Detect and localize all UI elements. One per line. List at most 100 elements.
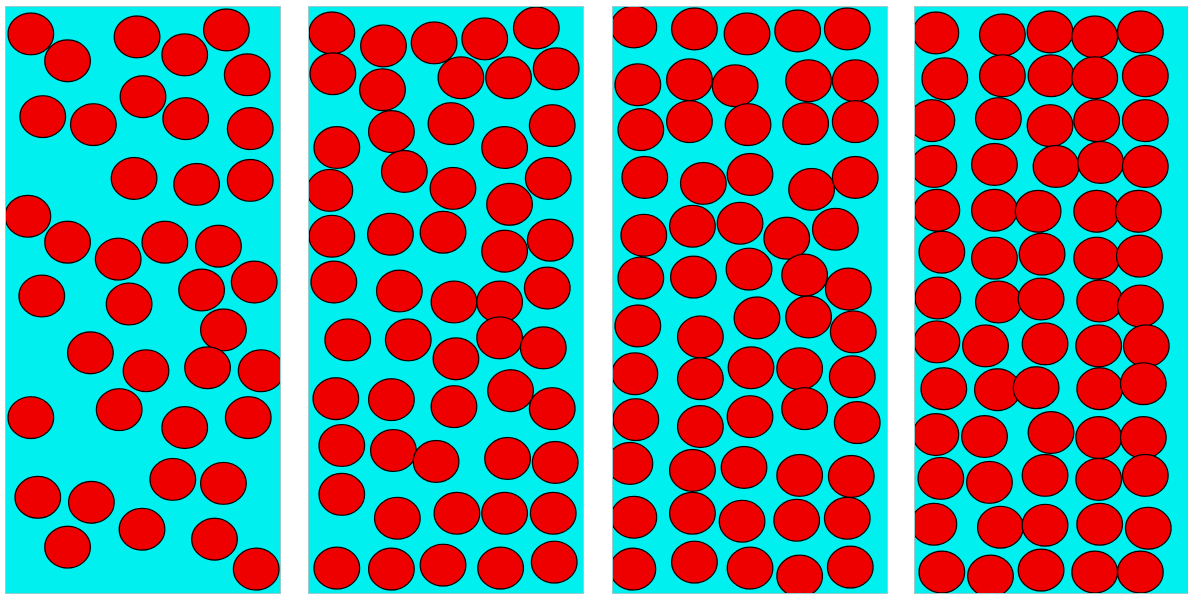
particle <box>919 231 965 273</box>
particle <box>179 269 225 311</box>
particle <box>1078 142 1124 184</box>
particle <box>678 316 724 358</box>
particle <box>618 257 664 299</box>
particle <box>310 53 356 95</box>
particle <box>1116 190 1162 232</box>
particle <box>774 499 820 541</box>
particle <box>1074 237 1120 279</box>
particle <box>782 388 828 430</box>
particle <box>1022 323 1068 365</box>
particle <box>1118 551 1164 593</box>
particle <box>621 214 667 256</box>
particle <box>915 321 960 363</box>
particle <box>377 270 423 312</box>
particle <box>1118 11 1164 53</box>
particle <box>309 215 355 257</box>
particle <box>150 458 196 500</box>
particle <box>672 8 718 50</box>
particle <box>162 407 208 449</box>
particle <box>163 98 209 140</box>
particle <box>622 156 668 198</box>
particle <box>530 492 576 534</box>
particle <box>967 461 1013 503</box>
particle <box>420 544 466 586</box>
particle <box>1013 367 1059 409</box>
particle <box>978 506 1024 548</box>
particle <box>828 455 874 497</box>
particle <box>725 104 771 146</box>
particle <box>1074 100 1120 142</box>
particle <box>618 109 664 151</box>
particle <box>311 261 357 303</box>
particle <box>1076 458 1122 500</box>
particle <box>482 230 528 272</box>
particle <box>525 157 571 199</box>
particle <box>233 548 279 590</box>
particle <box>832 156 878 198</box>
particle <box>670 205 716 247</box>
particle <box>369 379 415 421</box>
particle <box>527 219 573 261</box>
particle <box>123 350 169 392</box>
particle <box>1077 503 1123 545</box>
particle <box>915 12 959 54</box>
particle <box>361 25 407 67</box>
particle <box>1122 55 1168 97</box>
particle <box>615 64 661 106</box>
particle <box>381 151 427 193</box>
particle <box>482 127 528 169</box>
particle <box>238 350 280 392</box>
particle <box>915 189 960 231</box>
particle <box>813 208 859 250</box>
particle <box>976 98 1022 140</box>
particle <box>431 386 477 428</box>
particle <box>764 217 810 259</box>
particle <box>613 353 658 395</box>
particle <box>227 108 273 150</box>
particle <box>825 268 871 310</box>
particle <box>19 275 65 317</box>
particle <box>1028 55 1074 97</box>
particle <box>830 311 876 353</box>
particle <box>371 430 417 472</box>
particle-canvas-3 <box>613 7 887 593</box>
particle <box>613 7 657 48</box>
particle <box>1121 363 1167 405</box>
particle <box>678 358 724 400</box>
particle <box>319 425 365 467</box>
particle <box>1121 417 1167 459</box>
particle <box>968 555 1014 593</box>
particle <box>1122 146 1168 188</box>
particle <box>829 356 875 398</box>
particle-panel-2 <box>308 6 584 594</box>
particle <box>615 305 661 347</box>
particle <box>1076 325 1122 367</box>
particle <box>369 111 415 153</box>
particle <box>1015 190 1061 232</box>
particle <box>777 454 823 496</box>
particle <box>962 416 1008 458</box>
particle <box>532 442 578 484</box>
particle <box>777 348 823 390</box>
particle <box>832 60 878 102</box>
particle <box>972 237 1018 279</box>
particle <box>1117 235 1163 277</box>
particle <box>783 103 829 145</box>
particle <box>185 347 231 389</box>
particle <box>1122 454 1168 496</box>
particle <box>915 414 959 456</box>
particle <box>119 508 165 550</box>
particle <box>613 399 659 441</box>
particle <box>162 34 208 76</box>
particle <box>786 60 832 102</box>
particle <box>368 213 414 255</box>
particle <box>1022 454 1068 496</box>
particle-canvas-4 <box>915 7 1188 593</box>
particle <box>314 547 360 589</box>
particle <box>8 13 54 55</box>
particle <box>313 378 359 420</box>
particle <box>438 57 484 99</box>
particle <box>369 548 415 590</box>
particle <box>1077 368 1123 410</box>
particle <box>670 449 716 491</box>
